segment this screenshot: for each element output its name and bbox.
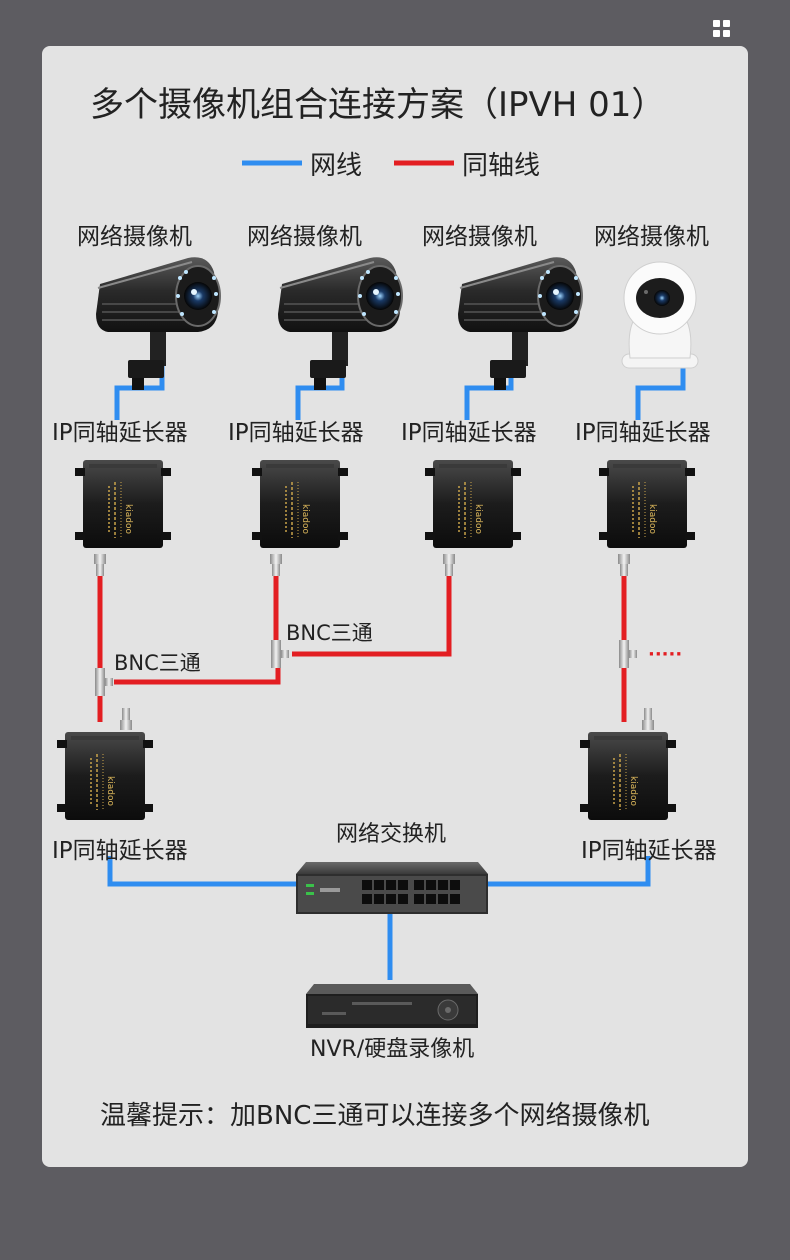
- ip-coax-extender-icon: [56, 731, 154, 821]
- bnc-tee-icon: [95, 668, 113, 696]
- ip-coax-extender-icon: [74, 459, 172, 549]
- network-cable-right-to-switch: [486, 856, 651, 887]
- nvr-icon: [305, 983, 479, 1029]
- bnc-connector-icon: [94, 554, 106, 576]
- diagram-card: 多个摄像机组合连接方案（IPVH 01） 网线 同轴线 ····· 网络摄像机 …: [42, 46, 748, 1167]
- bnc-connector-icon: [120, 708, 132, 730]
- legend-network-cable: 网线: [310, 151, 362, 181]
- extender-label-bottom-left: IP同轴延长器: [52, 838, 188, 864]
- device-brand: kiadoo: [473, 504, 483, 534]
- bnc-connector-icon: [443, 554, 455, 576]
- bnc-connector-icon: [642, 708, 654, 730]
- page-title: 多个摄像机组合连接方案（IPVH 01）: [90, 85, 665, 125]
- camera-label-3: 网络摄像机: [422, 224, 537, 250]
- extender-label-4: IP同轴延长器: [575, 420, 711, 446]
- grid-icon[interactable]: [713, 20, 731, 38]
- camera-label-2: 网络摄像机: [247, 224, 362, 250]
- bnc-tee-label-2: BNC三通: [286, 621, 373, 645]
- device-brand: kiadoo: [105, 776, 115, 806]
- camera-label-4: 网络摄像机: [594, 224, 709, 250]
- network-cable-cam4: [635, 364, 686, 420]
- switch-label: 网络交换机: [336, 822, 446, 847]
- nvr-label: NVR/硬盘录像机: [310, 1037, 474, 1062]
- bnc-tee-label-1: BNC三通: [114, 651, 201, 675]
- device-brand: kiadoo: [300, 504, 310, 534]
- network-switch-icon: [296, 862, 488, 914]
- ip-coax-extender-icon: [251, 459, 349, 549]
- ip-coax-extender-icon: [598, 459, 696, 549]
- ip-coax-extender-icon: [424, 459, 522, 549]
- extender-label-2: IP同轴延长器: [228, 420, 364, 446]
- continuation-dots: ·····: [648, 644, 682, 665]
- device-brand: kiadoo: [628, 776, 638, 806]
- bullet-camera-icon: [277, 256, 403, 391]
- bullet-camera-icon: [95, 256, 221, 391]
- network-cable-left-to-switch: [107, 856, 304, 887]
- extender-label-1: IP同轴延长器: [52, 420, 188, 446]
- tip-text: 温馨提示：加BNC三通可以连接多个网络摄像机: [100, 1101, 649, 1131]
- ip-coax-extender-icon: [579, 731, 677, 821]
- legend-coax-cable: 同轴线: [462, 151, 540, 181]
- camera-label-1: 网络摄像机: [77, 224, 192, 250]
- device-brand: kiadoo: [647, 504, 657, 534]
- bullet-camera-icon: [457, 256, 583, 391]
- connection-diagram: 多个摄像机组合连接方案（IPVH 01） 网线 同轴线 ····· 网络摄像机 …: [52, 85, 717, 1131]
- coax-cable-ext3: [292, 566, 452, 657]
- extender-label-3: IP同轴延长器: [401, 420, 537, 446]
- bnc-connector-icon: [270, 554, 282, 576]
- bnc-tee-icon: [619, 640, 637, 668]
- dome-camera-icon: [621, 261, 699, 369]
- device-brand: kiadoo: [123, 504, 133, 534]
- extender-label-bottom-right: IP同轴延长器: [581, 838, 717, 864]
- bnc-connector-icon: [618, 554, 630, 576]
